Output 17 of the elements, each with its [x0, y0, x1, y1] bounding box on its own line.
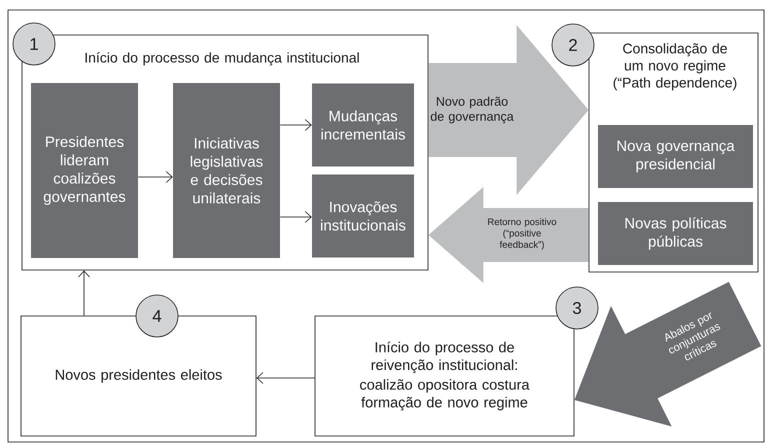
arrow: [280, 211, 312, 223]
arrow: [78, 270, 90, 316]
block-arrow: [428, 25, 589, 195]
arrow: [138, 171, 173, 183]
arrow: [280, 119, 312, 131]
block-arrow: [428, 187, 589, 283]
stage-box: Início do processo de reivenção institucional: coalizão opositora costura formação de novo regime: [314, 316, 574, 436]
process-box: Novas políticas públicas: [598, 202, 753, 265]
edge-label: Novo padrão de governança: [430, 96, 514, 124]
arrow: [256, 372, 315, 384]
process-box: Mudanças incrementais: [312, 84, 414, 166]
process-box: Presidentes lideram coalizões governantes: [31, 83, 138, 258]
edge-label: Retorno positivo (“positive feedback”): [488, 218, 556, 250]
process-box: Nova governança presidencial: [598, 125, 753, 188]
process-box: Iniciativas legislativas e decisões unilaterais: [173, 83, 280, 258]
process-box: Inovações institucionais: [312, 174, 414, 258]
block-arrow: [574, 282, 762, 426]
